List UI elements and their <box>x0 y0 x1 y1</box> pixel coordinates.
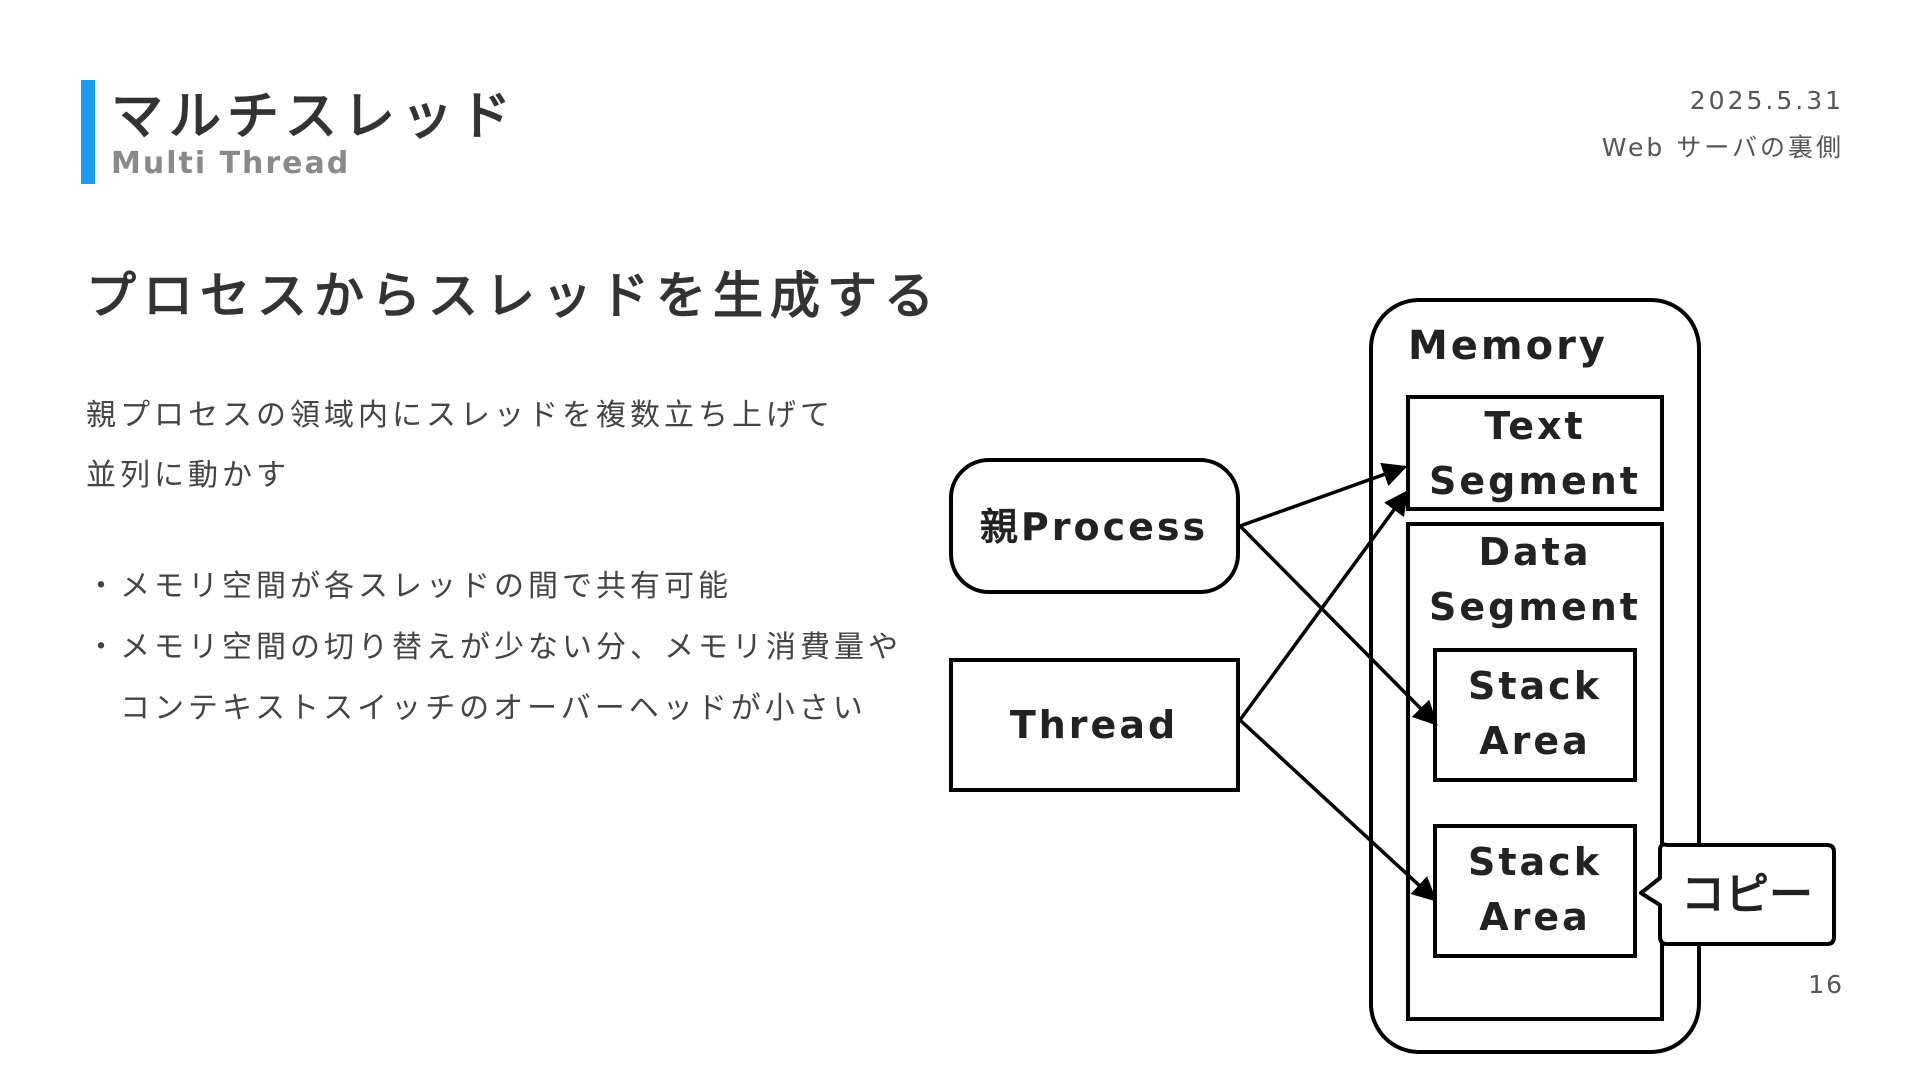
bullet-item: ・メモリ空間の切り替えが少ない分、メモリ消費量や <box>86 630 902 665</box>
stack-area-label: Area <box>1479 895 1591 939</box>
arrow-thread-to-stack <box>1238 718 1437 902</box>
copy-callout-label: コピー <box>1681 869 1813 920</box>
stack-area-label: Stack <box>1468 664 1602 708</box>
thread-label: Thread <box>1010 703 1178 747</box>
arrow-thread-to-text <box>1238 490 1409 722</box>
bullet-list: ・メモリ空間が各スレッドの間で共有可能 ・メモリ空間の切り替えが少ない分、メモリ… <box>86 556 902 739</box>
section-heading: プロセスからスレッドを生成する <box>86 267 941 325</box>
page-number: 16 <box>1808 970 1844 999</box>
arrow-process-to-stack <box>1238 524 1438 726</box>
text-segment-box <box>1406 395 1664 511</box>
copy-callout-bubble <box>1639 842 1836 946</box>
stack-area-box <box>1433 824 1637 958</box>
deck-title: Web サーバの裏側 <box>1601 133 1844 162</box>
stack-area-label: Stack <box>1468 840 1602 884</box>
stack-area-box <box>1433 648 1637 782</box>
description-line: 親プロセスの領域内にスレッドを複数立ち上げて <box>86 398 834 433</box>
parent-process-box <box>949 458 1240 594</box>
slide-subtitle: Multi Thread <box>111 146 351 181</box>
bullet-item-continuation: コンテキストスイッチのオーバーヘッドが小さい <box>120 691 867 726</box>
parent-process-label: 親Process <box>980 505 1208 549</box>
text-segment-label: Segment <box>1429 459 1641 503</box>
thread-box <box>949 658 1240 792</box>
arrow-process-to-text <box>1239 462 1408 528</box>
slide-title: マルチスレッド <box>111 87 518 147</box>
data-segment-label: Data <box>1479 530 1592 574</box>
text-segment-label: Text <box>1484 404 1585 448</box>
description-line: 並列に動かす <box>86 458 290 493</box>
memory-label: Memory <box>1408 323 1608 369</box>
bullet-item: ・メモリ空間が各スレッドの間で共有可能 <box>86 569 732 604</box>
title-accent-bar <box>81 80 95 184</box>
stack-area-label: Area <box>1479 719 1591 763</box>
description-paragraph: 親プロセスの領域内にスレッドを複数立ち上げて 並列に動かす <box>86 386 834 506</box>
data-segment-label: Segment <box>1429 585 1641 629</box>
slide-date: 2025.5.31 <box>1689 86 1844 115</box>
